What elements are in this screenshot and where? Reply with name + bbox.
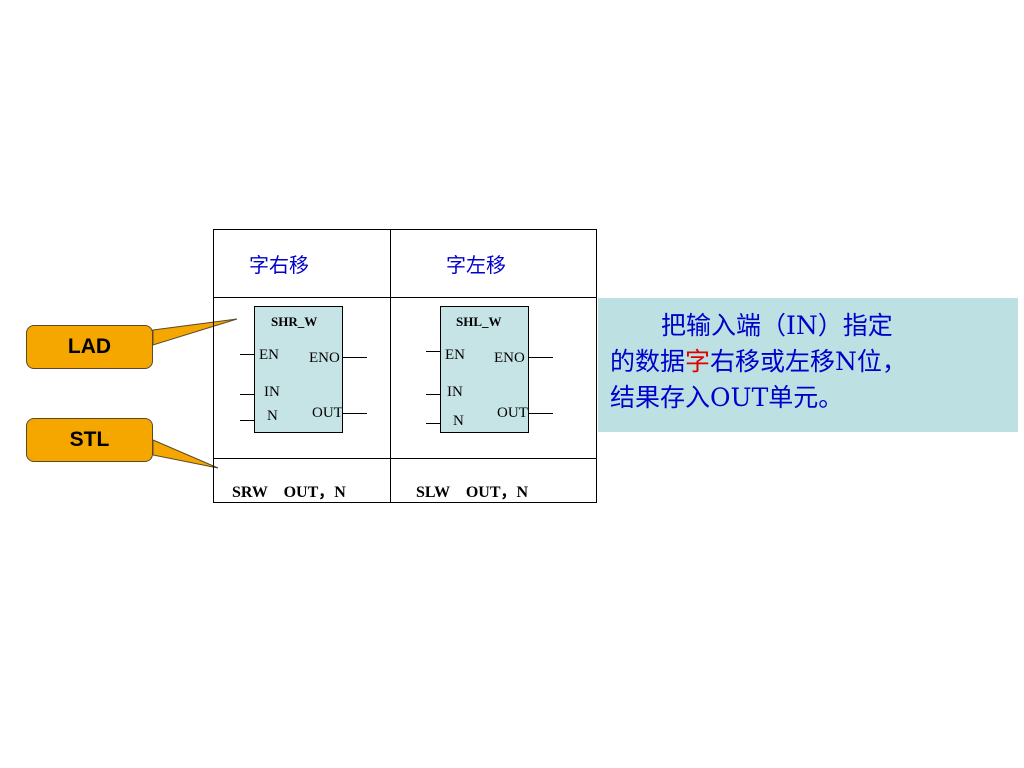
shl-w-out-pin: OUT	[497, 405, 528, 421]
table-stl-divider	[213, 458, 597, 459]
description-box: 把输入端（IN）指定 的数据字右移或左移N位， 结果存入OUT单元。	[598, 298, 1018, 432]
lad-callout: LAD	[26, 325, 153, 369]
highlighted-word-char: 字	[685, 347, 711, 376]
description-line-3: 结果存入OUT单元。	[610, 383, 844, 412]
shr-w-in-pin: IN	[264, 384, 280, 400]
header-word-shift-right: 字右移	[249, 253, 309, 277]
shl-w-n-wire	[426, 423, 440, 424]
description-line-2: 的数据字右移或左移N位，	[598, 344, 1018, 380]
description-line-1: 把输入端（IN）指定	[661, 311, 893, 340]
shr-w-eno-pin: ENO	[309, 350, 340, 366]
stl-shift-left-instruction: SLW OUT，N	[416, 484, 529, 501]
description-line-2-end: 右移或左移N位，	[710, 347, 907, 376]
shl-w-n-pin: N	[453, 413, 464, 429]
shr-w-en-pin: EN	[259, 347, 279, 363]
stl-shift-right-instruction: SRW OUT，N	[232, 484, 346, 501]
shl-w-en-pin: EN	[445, 347, 465, 363]
shl-w-eno-wire	[529, 357, 553, 358]
table-header-divider	[213, 297, 597, 298]
shl-w-out-wire	[529, 413, 553, 414]
shr-w-n-wire	[240, 420, 254, 421]
lad-pointer	[152, 318, 238, 346]
stl-pointer	[152, 439, 219, 469]
instruction-table	[213, 229, 597, 503]
shl-w-title: SHL_W	[456, 314, 502, 329]
shl-w-in-pin: IN	[447, 384, 463, 400]
shr-w-out-pin: OUT	[312, 405, 343, 421]
shr-w-eno-wire	[343, 357, 367, 358]
shr-w-en-wire	[240, 354, 254, 355]
description-line-2-start: 的数据	[610, 347, 686, 376]
shl-w-in-wire	[426, 394, 440, 395]
shr-w-n-pin: N	[267, 408, 278, 424]
shl-w-eno-pin: ENO	[494, 350, 525, 366]
shr-w-in-wire	[240, 394, 254, 395]
table-column-divider	[390, 229, 391, 503]
stl-callout: STL	[26, 418, 153, 462]
header-word-shift-left: 字左移	[446, 253, 506, 277]
shr-w-title: SHR_W	[271, 314, 318, 329]
shl-w-en-wire	[426, 351, 440, 352]
shl-w-function-block	[440, 306, 529, 433]
shr-w-out-wire	[343, 413, 367, 414]
shr-w-function-block	[254, 306, 343, 433]
